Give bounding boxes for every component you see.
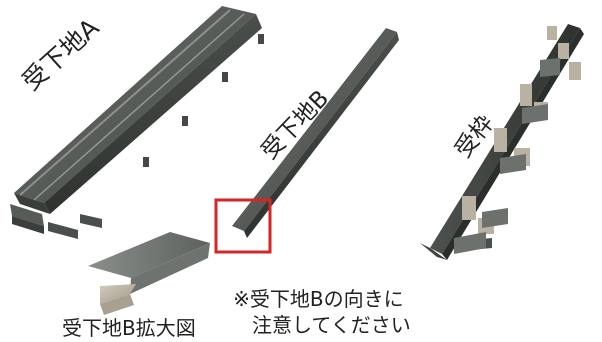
caption-zoom-title: 受下地B拡大図 <box>62 316 196 340</box>
caption-note-line-1: ※受下地Bの向きに <box>233 287 404 311</box>
highlight-box <box>214 198 272 254</box>
part-b-zoom <box>88 232 210 315</box>
frame-assembly <box>420 24 584 260</box>
caption-note: ※受下地Bの向きに 注意してください <box>226 286 411 338</box>
caption-note-line-2: 注意してください <box>252 313 411 337</box>
part-a-rail <box>10 6 264 239</box>
part-b-rail <box>232 28 399 238</box>
